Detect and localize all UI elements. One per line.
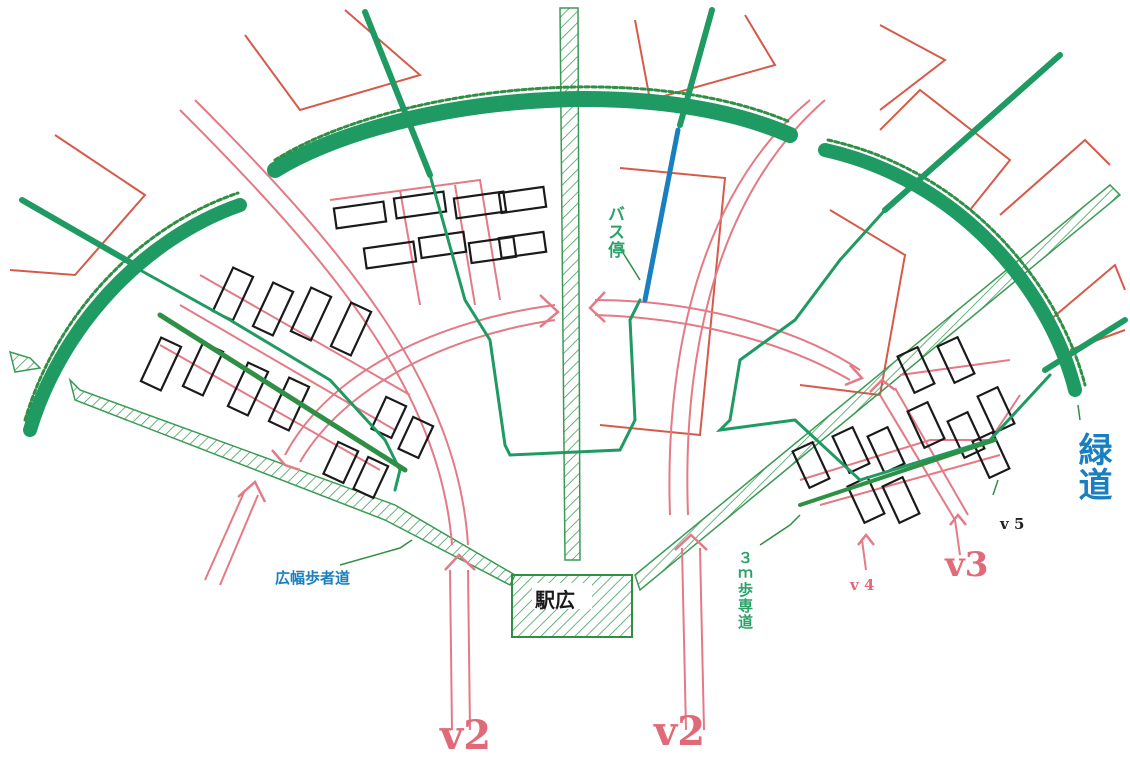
green-paths: [19, 7, 1128, 507]
building-footprints: [139, 185, 1016, 525]
greenway-label: 緑道: [1072, 432, 1112, 502]
v3-label: v3: [945, 545, 989, 585]
v2-left-label: v2: [440, 712, 492, 759]
station-plaza: [511, 574, 633, 638]
bus-stop-label: バス停: [604, 205, 624, 259]
bus-route-line: [642, 127, 681, 303]
pink-arrowheads: [237, 291, 967, 571]
annotation-leaders: [339, 247, 1081, 566]
greenway-arcs: [23, 85, 1087, 437]
sidewalk-3m-label: ３ｍ歩専道: [736, 550, 754, 630]
station-plaza-label: 駅広: [535, 588, 575, 612]
v5-label: v 5: [1000, 515, 1025, 533]
background-building-outlines: [9, 9, 1126, 437]
v2-right-label: v2: [654, 708, 706, 755]
v4-label: v 4: [850, 576, 875, 594]
wide-sidewalk-label: 広幅歩者道: [275, 569, 351, 587]
